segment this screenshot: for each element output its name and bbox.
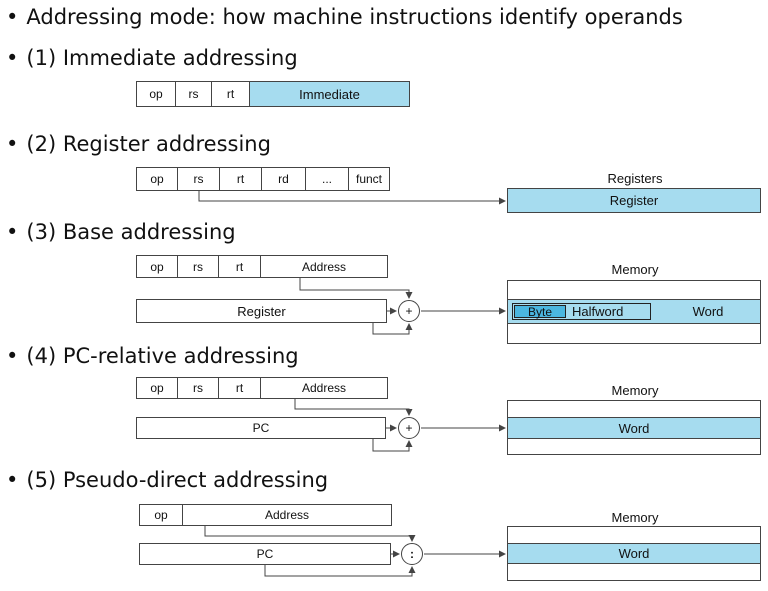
m2-registers-title: Registers [607, 171, 663, 186]
m2-register-cell: Register [507, 188, 761, 213]
m4-adder: + [398, 417, 420, 439]
m2-field-rd: rd [261, 167, 306, 191]
mode-5-heading: •(5) Pseudo-direct addressing [6, 468, 329, 492]
mode-1-label: (1) Immediate addressing [26, 46, 298, 70]
m1-field-rt: rt [211, 81, 250, 107]
mode-1-heading: •(1) Immediate addressing [6, 46, 298, 70]
mode-3-label: (3) Base addressing [26, 220, 236, 244]
m5-memory-title: Memory [611, 510, 659, 525]
m4-memory-title: Memory [611, 383, 659, 398]
m5-word-cell: Word [507, 543, 761, 564]
m2-field-funct: funct [348, 167, 390, 191]
m5-pc-box: PC [139, 543, 391, 565]
m3-field-op: op [136, 255, 178, 278]
m2-field-shamt: ... [305, 167, 349, 191]
m3-memory-title: Memory [611, 262, 659, 277]
mode-4-label: (4) PC-relative addressing [26, 344, 299, 368]
mode-5-label: (5) Pseudo-direct addressing [26, 468, 329, 492]
m3-field-address: Address [260, 255, 388, 278]
m4-field-rt: rt [218, 377, 261, 399]
m5-concat-operator: : [401, 543, 423, 565]
m3-byte-cell: Byte [514, 305, 566, 319]
m1-field-rs: rs [175, 81, 212, 107]
m3-word-label: Word [692, 304, 724, 319]
m5-field-address: Address [182, 504, 392, 526]
m4-field-op: op [136, 377, 178, 399]
mode-2-heading: •(2) Register addressing [6, 132, 271, 156]
m3-field-rs: rs [177, 255, 219, 278]
mode-3-heading: •(3) Base addressing [6, 220, 236, 244]
title-text: Addressing mode: how machine instruction… [26, 5, 683, 29]
m3-field-rt: rt [218, 255, 261, 278]
mode-4-heading: •(4) PC-relative addressing [6, 344, 299, 368]
m4-word-cell: Word [507, 417, 761, 439]
mode-2-label: (2) Register addressing [26, 132, 271, 156]
m1-field-immediate: Immediate [249, 81, 410, 107]
m4-field-address: Address [260, 377, 388, 399]
m5-field-op: op [139, 504, 183, 526]
title-bullet: •Addressing mode: how machine instructio… [6, 5, 683, 29]
m3-adder: + [398, 300, 420, 322]
m3-register-box: Register [136, 299, 387, 323]
m3-halfword-label: Halfword [572, 304, 624, 319]
m3-halfword-outline [512, 303, 651, 320]
m4-pc-box: PC [136, 417, 386, 439]
